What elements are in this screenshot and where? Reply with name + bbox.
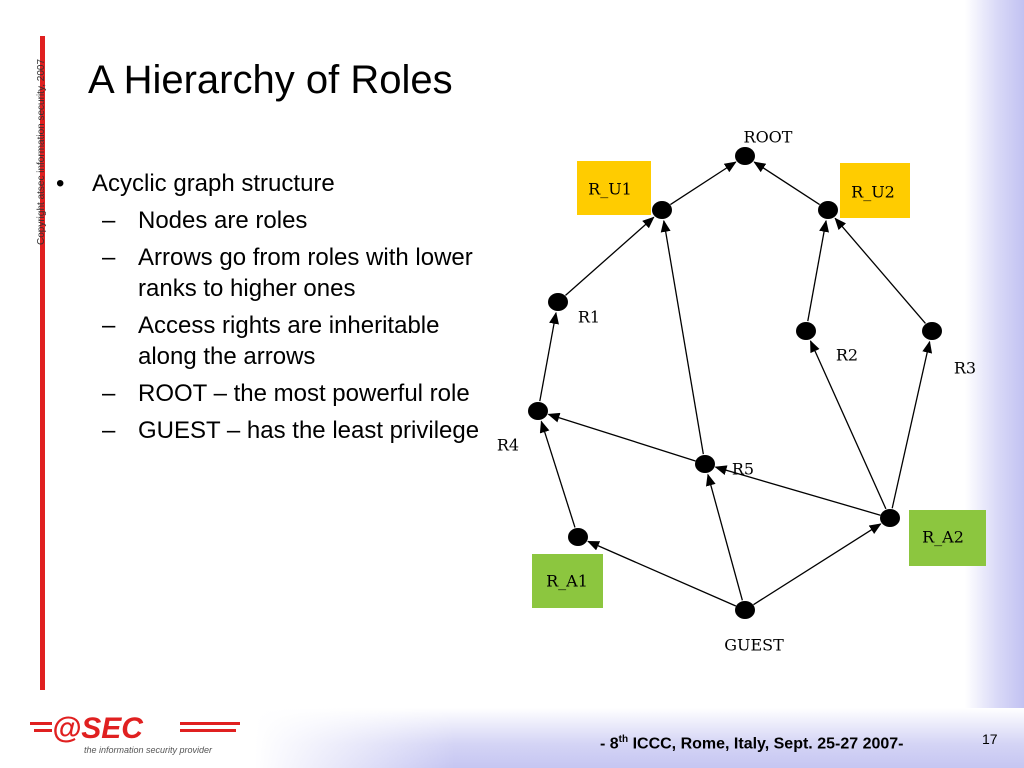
node-guest [735, 601, 755, 619]
node-label-r2: R2 [836, 346, 858, 365]
sub-bullet-item: – ROOT – the most powerful role [56, 378, 486, 409]
bullet-text: Acyclic graph structure [92, 170, 335, 197]
dash-mark: – [102, 312, 116, 339]
edge-r_a2-to-r5 [714, 465, 881, 516]
node-label-r1: R1 [578, 308, 600, 327]
label-box-r_u2 [840, 163, 910, 218]
node-r_u2 [818, 201, 838, 219]
node-label-r_a1: R_A1 [546, 572, 588, 591]
label-box-r_a2 [909, 510, 986, 566]
slide-title: A Hierarchy of Roles [88, 58, 453, 102]
edge-guest-to-r5 [705, 473, 743, 601]
right-gradient-band [965, 0, 1024, 768]
node-label-r_a2: R_A2 [922, 528, 964, 547]
node-r2 [796, 322, 816, 340]
label-box-r_a1 [532, 554, 603, 608]
edge-r2-to-r_u2 [807, 219, 829, 322]
dash-mark: – [102, 380, 116, 407]
edge-r_u1-to-root [670, 161, 737, 206]
bottom-gradient-fade [255, 708, 455, 768]
svg-text:@SEC: @SEC [52, 712, 144, 744]
bullet-mark: • [56, 170, 65, 197]
node-label-r4: R4 [497, 436, 519, 455]
edge-r5-to-r4 [547, 412, 696, 462]
edge-r_a2-to-r2 [809, 340, 887, 510]
node-r4 [528, 402, 548, 420]
left-accent-bar [40, 36, 45, 690]
footer-prefix: - 8 [600, 735, 619, 753]
bullet-text: GUEST – has the least privilege [138, 417, 480, 444]
node-r5 [695, 455, 715, 473]
edge-guest-to-r_a2 [753, 523, 882, 606]
edge-r_u2-to-root [753, 161, 820, 206]
node-label-r5: R5 [732, 460, 754, 479]
sub-bullet-item: – Access rights are inheritable along th… [56, 310, 486, 372]
footer-conference: - 8th ICCC, Rome, Italy, Sept. 25-27 200… [600, 734, 903, 753]
bullet-text: Nodes are roles [138, 207, 308, 234]
node-label-r_u2: R_U2 [851, 183, 895, 202]
edge-r_a2-to-r3 [891, 340, 933, 509]
node-label-guest: GUEST [724, 636, 784, 655]
node-r1 [548, 293, 568, 311]
node-label-r_u1: R_U1 [588, 180, 632, 199]
logo-tagline: the information security provider [84, 745, 213, 755]
node-r_a2 [880, 509, 900, 527]
label-box-r_u1 [577, 161, 651, 215]
bullet-item: • Acyclic graph structure [56, 168, 486, 199]
node-label-r3: R3 [954, 359, 976, 378]
sub-bullet-item: – Arrows go from roles with lower ranks … [56, 242, 486, 304]
dash-mark: – [102, 207, 116, 234]
node-label-root: ROOT [744, 128, 793, 147]
footer-superscript: th [618, 734, 629, 745]
edge-r5-to-r_u1 [660, 219, 704, 455]
bullet-list: • Acyclic graph structure – Nodes are ro… [56, 168, 486, 452]
sub-bullet-item: – GUEST – has the least privilege [56, 415, 486, 446]
bullet-text: Access rights are inheritable along the … [138, 312, 440, 370]
bullet-text: Arrows go from roles with lower ranks to… [138, 244, 473, 302]
edge-r4-to-r1 [539, 311, 559, 402]
edge-r3-to-r_u2 [834, 217, 926, 324]
page-number: 17 [982, 731, 998, 747]
node-r_a1 [568, 528, 588, 546]
node-r3 [922, 322, 942, 340]
sub-bullet-item: – Nodes are roles [56, 205, 486, 236]
edge-r_a1-to-r4 [539, 420, 576, 528]
bullet-text: ROOT – the most powerful role [138, 380, 470, 407]
atsec-logo: @SEC [30, 712, 245, 749]
node-root [735, 147, 755, 165]
edge-r1-to-r_u1 [565, 216, 655, 296]
dash-mark: – [102, 417, 116, 444]
footer-suffix: ICCC, Rome, Italy, Sept. 25-27 2007- [628, 735, 904, 753]
edge-guest-to-r_a1 [587, 540, 737, 607]
node-r_u1 [652, 201, 672, 219]
dash-mark: – [102, 244, 116, 271]
